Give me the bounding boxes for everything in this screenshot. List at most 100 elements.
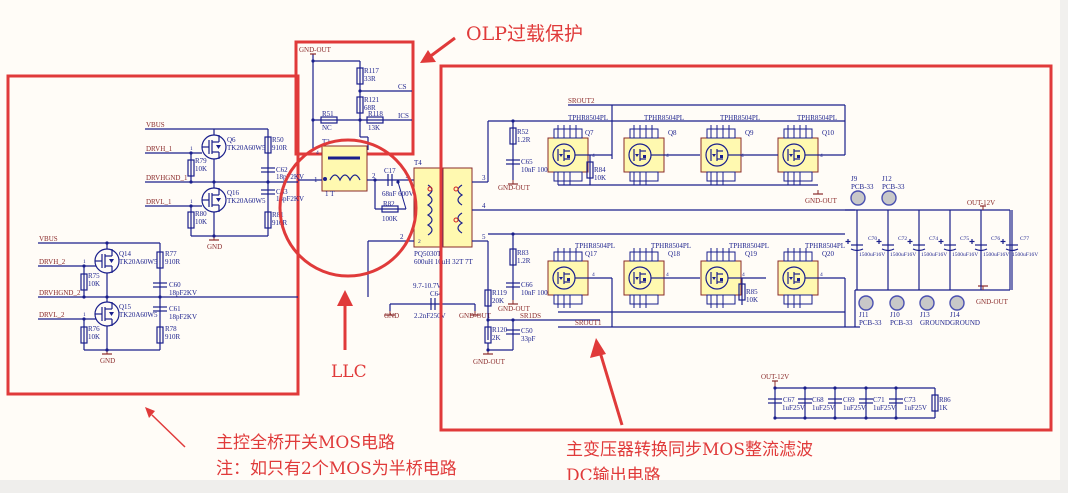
svg-text:GND: GND (384, 312, 399, 320)
svg-text:2: 2 (400, 233, 404, 241)
svg-text:J10: J10 (890, 311, 900, 319)
svg-text:1uF25V: 1uF25V (812, 404, 835, 412)
svg-text:Q15: Q15 (119, 303, 132, 311)
svg-text:TPHR8504PL: TPHR8504PL (805, 242, 845, 250)
svg-text:C76: C76 (991, 236, 1000, 242)
svg-text:R86: R86 (939, 396, 951, 404)
svg-text:TK20A60W5: TK20A60W5 (227, 197, 266, 205)
svg-text:C67: C67 (783, 396, 795, 404)
svg-text:10nF 1000V: 10nF 1000V (521, 166, 556, 174)
svg-text:Q6: Q6 (227, 136, 236, 144)
connector-j13: J13 GROUND (919, 295, 950, 327)
svg-text:TK20A60W5: TK20A60W5 (119, 258, 158, 266)
mosfet-q9: TPHR8504PL Q9 (700, 114, 760, 186)
annotation-primary-line1: 主控全桥开关MOS电路 (216, 433, 395, 453)
svg-text:10nF 1000V: 10nF 1000V (521, 289, 556, 297)
svg-text:GND-OUT: GND-OUT (299, 46, 332, 54)
svg-text:10K: 10K (195, 165, 207, 173)
bottom-strip (0, 480, 1068, 493)
secondary-rectifier: SROUT2 R52 1.2R C65 10nF 1000V GND-OUT T… (439, 64, 1053, 432)
svg-text:Q10: Q10 (822, 129, 835, 137)
svg-text:910R: 910R (165, 333, 181, 341)
svg-text:10K: 10K (88, 280, 100, 288)
annotation-olp: OLP过载保护 (466, 23, 583, 45)
current-transformer-t2 (321, 145, 368, 192)
svg-text:J14: J14 (950, 311, 960, 319)
svg-text:1.2R: 1.2R (517, 136, 531, 144)
svg-text:2: 2 (372, 172, 376, 180)
svg-text:Q14: Q14 (119, 250, 132, 258)
svg-text:1500uF16V: 1500uF16V (952, 252, 978, 258)
mosfet-q17: TPHR8504PL Q17 (547, 242, 615, 309)
svg-text:4: 4 (482, 202, 486, 210)
svg-text:910R: 910R (272, 219, 288, 227)
arrow-secondary (590, 338, 624, 426)
svg-text:C17: C17 (384, 167, 396, 175)
svg-text:TK20A60W5: TK20A60W5 (119, 311, 158, 319)
net-drvl-1: DRVL_1 (146, 198, 172, 206)
svg-text:J9: J9 (851, 175, 858, 183)
arrow-primary (145, 407, 186, 448)
svg-text:R79: R79 (195, 157, 207, 165)
svg-text:GND: GND (100, 357, 115, 365)
svg-text:TPHR8504PL: TPHR8504PL (644, 114, 684, 122)
svg-text:4: 4 (666, 272, 669, 278)
svg-text:C75: C75 (960, 236, 969, 242)
net-drvl-2: DRVL_2 (39, 311, 65, 319)
mosfet-q6 (201, 134, 227, 160)
net-out-12v-2: OUT-12V (761, 373, 789, 381)
svg-text:910R: 910R (165, 258, 181, 266)
svg-text:PQ5030T: PQ5030T (414, 250, 442, 258)
svg-text:10K: 10K (195, 218, 207, 226)
svg-text:910R: 910R (272, 144, 288, 152)
svg-text:4: 4 (592, 153, 595, 159)
svg-text:C61: C61 (169, 305, 181, 313)
right-scroll-edge (1060, 0, 1068, 480)
svg-text:GROUND: GROUND (950, 319, 980, 327)
svg-text:2K: 2K (492, 334, 501, 342)
svg-text:1.2R: 1.2R (517, 257, 531, 265)
svg-text:Q7: Q7 (585, 129, 594, 137)
olp-section: GND-OUT R117 33R CS R121 68R R51 NC R118… (294, 40, 415, 156)
svg-text:J13: J13 (920, 311, 930, 319)
svg-text:R82: R82 (383, 200, 395, 208)
net-drvhgnd-2: DRVHGND_2 (39, 289, 81, 297)
mosfet-q15 (94, 301, 120, 327)
svg-text:PCB-33: PCB-33 (859, 319, 882, 327)
net-ics: ICS (398, 112, 409, 120)
svg-text:TPHR8504PL: TPHR8504PL (575, 242, 615, 250)
svg-text:4: 4 (741, 153, 744, 159)
svg-text:1: 1 (190, 199, 193, 205)
svg-text:R80: R80 (195, 210, 207, 218)
svg-text:R118: R118 (368, 110, 383, 118)
svg-text:GND: GND (207, 243, 222, 251)
svg-text:R121: R121 (364, 96, 380, 104)
svg-text:Q20: Q20 (822, 250, 835, 258)
svg-text:TPHR8504PL: TPHR8504PL (729, 242, 769, 250)
net-drvh-2: DRVH_2 (39, 258, 66, 266)
svg-text:100K: 100K (382, 215, 398, 223)
svg-text:1500uF16V: 1500uF16V (921, 252, 947, 258)
svg-text:C50: C50 (521, 327, 533, 335)
svg-text:4: 4 (316, 150, 319, 156)
svg-text:1: 1 (83, 259, 86, 265)
svg-text:C68: C68 (812, 396, 824, 404)
svg-text:R84: R84 (594, 166, 606, 174)
svg-text:R76: R76 (88, 325, 100, 333)
svg-text:4: 4 (820, 272, 823, 278)
svg-text:18pF2KV: 18pF2KV (276, 195, 304, 203)
llc-section: 1 4 1 T 2 C17 68nF 600V R82 100K 1 T4 PQ… (278, 138, 855, 320)
svg-text:J12: J12 (882, 175, 892, 183)
svg-text:18pF2KV: 18pF2KV (169, 289, 197, 297)
svg-text:GND-OUT: GND-OUT (976, 298, 1009, 306)
svg-text:TPHR8504PL: TPHR8504PL (720, 114, 760, 122)
svg-text:5: 5 (482, 233, 486, 241)
svg-text:C66: C66 (521, 281, 533, 289)
net-sr1ds: SR1DS (520, 312, 541, 320)
svg-text:TK20A60W5: TK20A60W5 (227, 144, 266, 152)
svg-text:1K: 1K (939, 404, 948, 412)
